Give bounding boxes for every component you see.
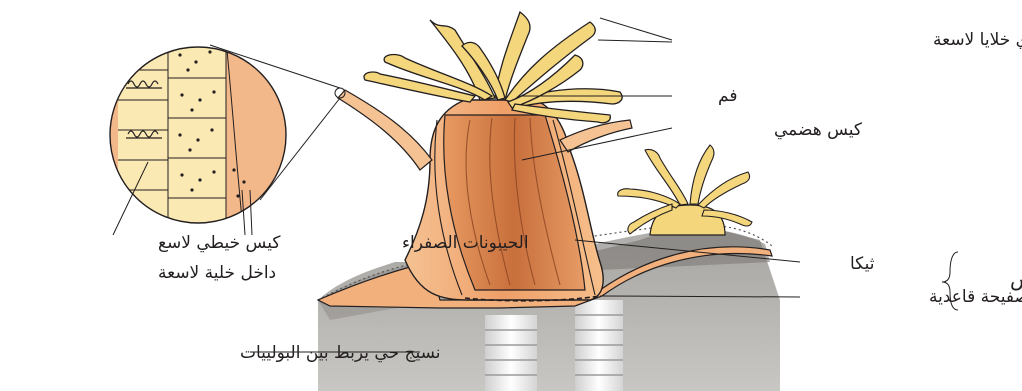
label-mouth: فم xyxy=(718,86,737,106)
label-tentacles: لوامس تحتوي خلايا لاسعة xyxy=(933,30,1022,50)
label-basal-plate: صفيحة قاعدية xyxy=(929,287,1022,307)
label-gut: كيس هضمي xyxy=(774,120,863,140)
label-zooxanthellae: الحيبونات الصفراء xyxy=(402,233,529,253)
label-corallite: كأس xyxy=(1010,265,1022,291)
label-nematocyst-1: كيس خيطي لاسع xyxy=(158,233,281,253)
nematocyst-inset xyxy=(100,40,345,240)
label-nematocyst-2: داخل خلية لاسعة xyxy=(158,263,276,283)
label-theca: ثيكا xyxy=(850,254,875,274)
label-connective-tissue: نسيج حي يربط بين البولييات xyxy=(240,343,441,363)
small-polyp xyxy=(618,145,752,235)
